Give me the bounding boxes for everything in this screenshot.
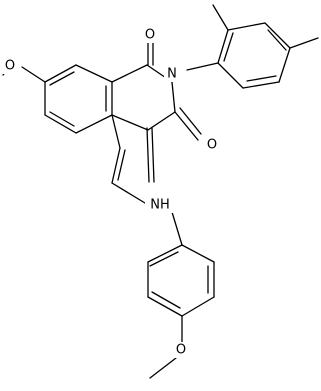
bond [217,29,229,64]
bond [146,127,150,183]
bond [49,111,75,127]
bond [227,22,266,31]
bond [44,114,77,134]
bond [181,244,215,263]
amine-nh: NH [150,198,170,213]
methoxy-oxygen-top: O [5,59,15,74]
bond [111,114,149,131]
bond [217,62,244,89]
bond [151,291,181,309]
bond [278,47,291,83]
bond [44,64,77,83]
bond [149,251,179,267]
bond [117,149,126,181]
methoxy-oxygen-bottom: O [176,343,186,358]
carbonyl-oxygen-right: O [207,138,217,153]
bond [171,81,176,113]
bond [147,296,183,317]
bond [289,37,319,49]
bond [151,127,155,183]
bond [179,107,202,135]
bond [174,111,199,141]
bond [75,64,113,83]
bond [111,147,121,184]
carbonyl-oxygen-top: O [145,28,155,43]
bond [21,66,46,83]
bond [264,22,291,49]
bond [147,244,183,263]
atom-label-layer: O O N NH O O [2,27,220,358]
bond [111,114,121,149]
bond [49,71,75,86]
bond [171,211,183,246]
bond [212,4,229,31]
bond [111,182,146,204]
bond [149,357,177,379]
imide-nitrogen: N [167,67,177,82]
bond-layer [2,4,319,379]
bond [186,62,219,71]
bond [181,296,215,317]
bond [242,81,280,89]
bond [75,114,113,134]
bond [147,111,176,131]
bond [111,64,148,83]
bond [223,32,234,62]
bond [246,75,277,82]
bond [267,29,287,51]
